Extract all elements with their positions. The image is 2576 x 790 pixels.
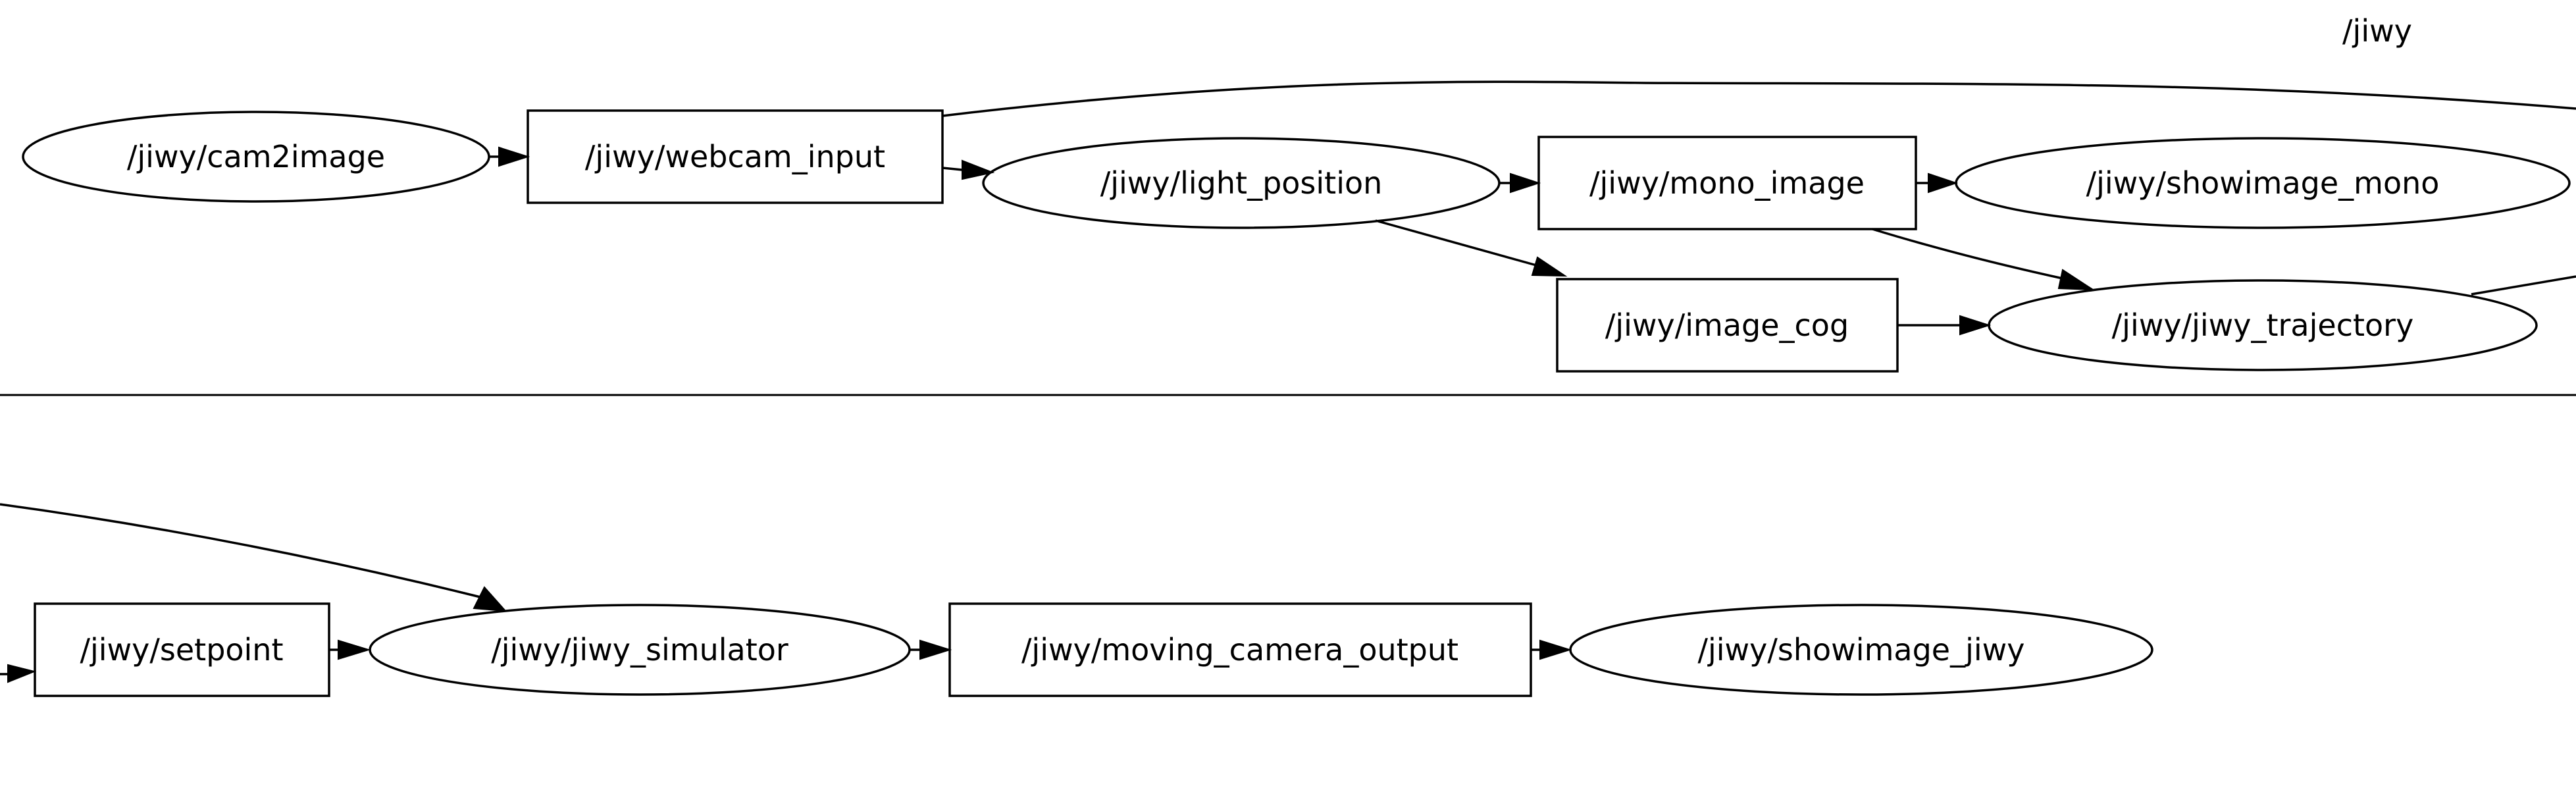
node-light-position[interactable]: /jiwy/light_position [982, 137, 1501, 229]
edge-webcam-input-to-light-position [942, 159, 995, 180]
node-label: /jiwy/showimage_jiwy [1698, 632, 2025, 668]
edge-setpoint-to-jiwy-simulator [329, 639, 371, 660]
edge-mono-image-to-showimage-mono [1916, 172, 1959, 194]
node-mono-image[interactable]: /jiwy/mono_image [1537, 136, 1917, 230]
node-label: /jiwy/mono_image [1589, 165, 1865, 201]
node-jiwy-trajectory[interactable]: /jiwy/jiwy_trajectory [1988, 279, 2538, 371]
edge-light-position-to-image-cog [1375, 219, 1568, 277]
node-label: /jiwy/webcam_input [585, 139, 885, 174]
edges [0, 80, 2576, 683]
node-image-cog[interactable]: /jiwy/image_cog [1556, 278, 1899, 373]
node-cam2image[interactable]: /jiwy/cam2image [22, 111, 490, 203]
node-label: /jiwy/showimage_mono [2086, 165, 2440, 201]
node-label: /jiwy/setpoint [80, 632, 283, 668]
node-jiwy-simulator[interactable]: /jiwy/jiwy_simulator [369, 604, 911, 696]
node-label: /jiwy/jiwy_trajectory [2112, 307, 2414, 343]
node-setpoint[interactable]: /jiwy/setpoint [34, 602, 330, 697]
node-label: /jiwy/image_cog [1605, 307, 1849, 343]
node-label: /jiwy/moving_camera_output [1021, 632, 1458, 668]
edge-jiwy-simulator-to-moving-camera-output [910, 639, 952, 660]
edge-jiwy-trajectory-to-offscreen-right [2471, 275, 2576, 296]
node-label: /jiwy/light_position [1100, 165, 1383, 201]
node-label: /jiwy/cam2image [127, 139, 385, 174]
node-showimage-mono[interactable]: /jiwy/showimage_mono [1955, 137, 2571, 229]
edge-moving-camera-output-to-showimage-jiwy [1531, 639, 1572, 660]
node-label: /jiwy/jiwy_simulator [491, 632, 788, 668]
edge-offscreen-left-to-jiwy-simulator [0, 503, 507, 612]
cluster-label: /jiwy [2342, 13, 2412, 49]
edge-webcam-input-to-offscreen-right [942, 80, 2576, 117]
edge-mono-image-to-jiwy-trajectory [1872, 228, 2096, 291]
node-moving-camera-output[interactable]: /jiwy/moving_camera_output [948, 602, 1532, 697]
edge-cam2image-to-webcam-input [488, 146, 530, 167]
edge-light-position-to-mono-image [1499, 172, 1541, 194]
node-showimage-jiwy[interactable]: /jiwy/showimage_jiwy [1569, 604, 2153, 696]
edge-offscreen-left-to-setpoint [0, 664, 37, 683]
node-webcam-input[interactable]: /jiwy/webcam_input [527, 109, 944, 204]
edge-image-cog-to-jiwy-trajectory [1897, 315, 1992, 336]
